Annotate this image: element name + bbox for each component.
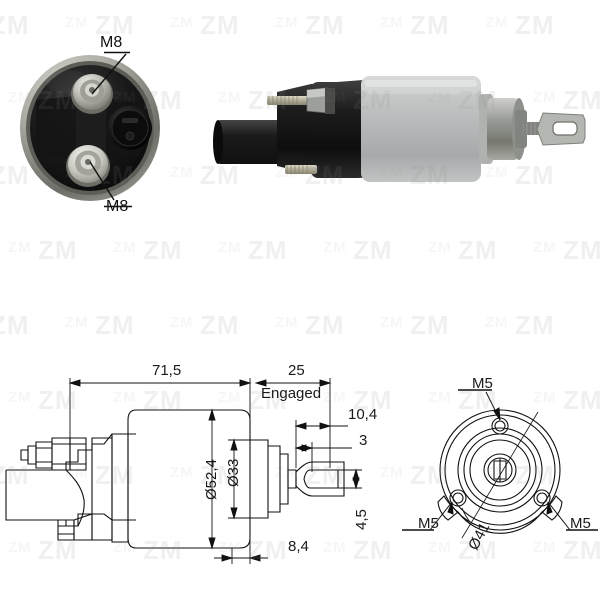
watermark-zm: ZM <box>200 310 240 340</box>
watermark-zm: ZM <box>410 10 450 40</box>
dim-engaged-label: Engaged <box>261 385 322 402</box>
watermark-zm: ZM <box>248 235 288 265</box>
watermark-zm: ZM <box>0 10 30 40</box>
watermark-zm-small: ZM <box>485 14 509 31</box>
dim-diameter-52-4: Ø52,4 <box>203 459 220 500</box>
watermark-zm: ZM <box>95 310 135 340</box>
watermark-zm-small: ZM <box>113 239 137 256</box>
watermark-zm-small: ZM <box>323 239 347 256</box>
watermark-zm-small: ZM <box>65 314 89 331</box>
watermark-zm-small: ZM <box>170 14 194 31</box>
watermark-zm: ZM <box>410 310 450 340</box>
flange-label-m5-left: M5 <box>418 515 439 532</box>
watermark-zm: ZM <box>305 310 345 340</box>
watermark-zm: ZM <box>458 235 498 265</box>
watermark-zm-small: ZM <box>65 14 89 31</box>
watermark-zm: ZM <box>563 235 600 265</box>
watermark-zm: ZM <box>353 235 393 265</box>
dim-height-4-5: 4,5 <box>353 509 370 530</box>
side-section-dimension-drawing <box>5 378 362 564</box>
watermark-zm-small: ZM <box>428 239 452 256</box>
flange-label-m5-top: M5 <box>472 375 493 392</box>
watermark-zm-small: ZM <box>8 239 32 256</box>
m8-label-bottom: M8 <box>106 198 129 215</box>
solenoid-side-view-photo <box>213 76 586 182</box>
dim-length-25: 25 <box>288 362 305 379</box>
watermark-zm: ZM <box>200 10 240 40</box>
flange-label-m5-right: M5 <box>570 515 591 532</box>
watermark-zm-small: ZM <box>170 164 194 181</box>
watermark-zm-small: ZM <box>275 14 299 31</box>
dim-diameter-33: Ø33 <box>225 458 242 487</box>
watermark-zm-small: ZM <box>533 239 557 256</box>
dim-width-8-4: 8,4 <box>288 538 309 555</box>
watermark-zm-small: ZM <box>170 314 194 331</box>
watermark-zm-small: ZM <box>275 314 299 331</box>
watermark-zm: ZM <box>143 235 183 265</box>
solenoid-front-view-photo <box>20 55 160 201</box>
m8-callout-bottom-leader <box>89 161 132 208</box>
watermark-zm: ZM <box>38 235 78 265</box>
m8-callout-top-leader <box>91 51 130 95</box>
dim-offset-3: 3 <box>359 432 368 449</box>
watermark-zm-small: ZM <box>485 314 509 331</box>
watermark-zm: ZM <box>515 310 555 340</box>
watermark-zm-small: ZM <box>380 314 404 331</box>
m8-label-top: M8 <box>100 34 123 51</box>
watermark-zm: ZM <box>0 310 30 340</box>
watermark-zm: ZM <box>515 10 555 40</box>
flange-end-view-drawing <box>402 389 598 539</box>
watermark-zm-small: ZM <box>380 14 404 31</box>
watermark-zm: ZM <box>305 10 345 40</box>
dim-offset-10-4: 10,4 <box>348 406 378 423</box>
dim-length-71-5: 71,5 <box>152 362 182 379</box>
watermark-zm-small: ZM <box>218 239 242 256</box>
